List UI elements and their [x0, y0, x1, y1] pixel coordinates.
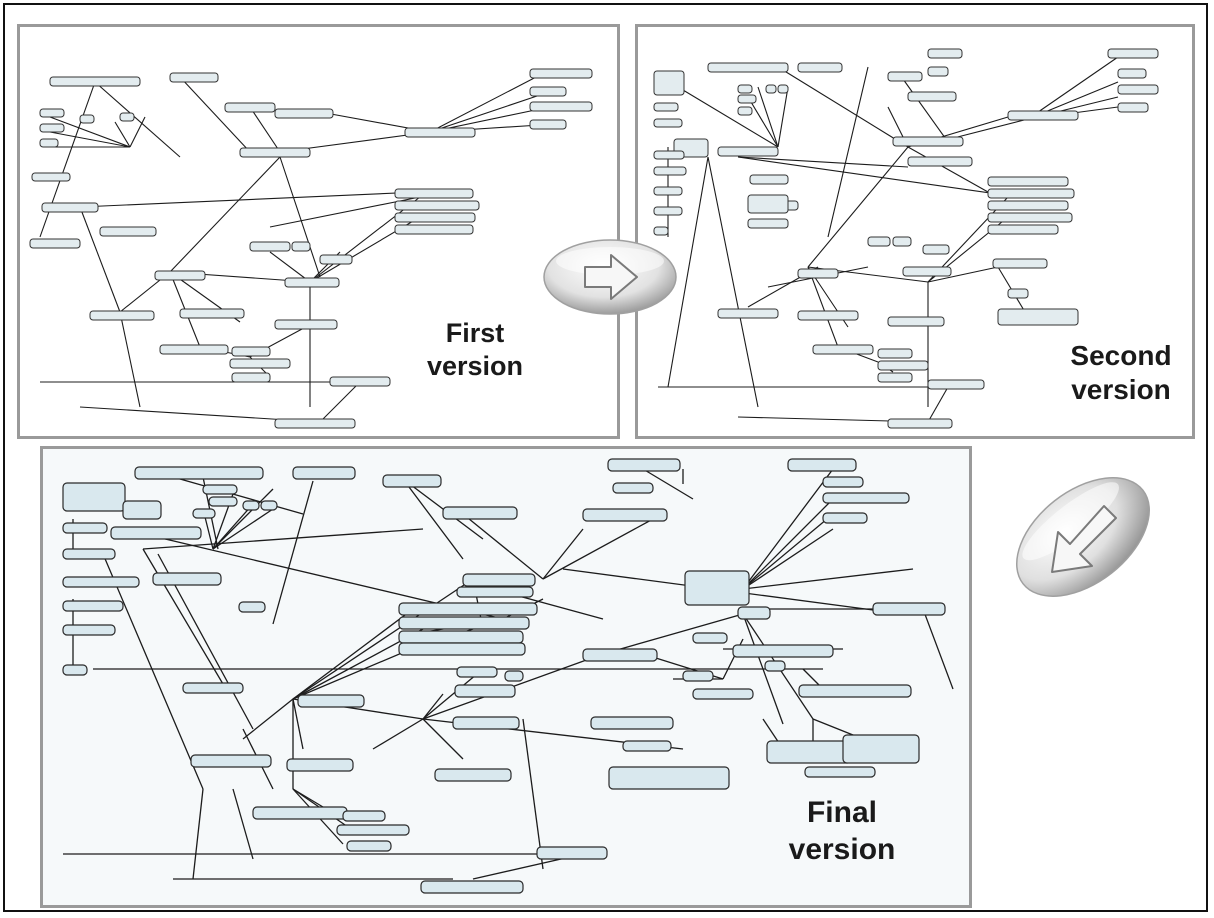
second-version-label: Second version: [1056, 339, 1186, 407]
first-version-label-line1: First: [445, 318, 505, 348]
second-version-label-line2: version: [1071, 374, 1171, 406]
second-version-panel: Second version: [635, 24, 1195, 439]
first-version-panel: First version: [17, 24, 620, 439]
final-version-concept-map: [62, 458, 954, 894]
arrow-down-left-icon: [1016, 477, 1150, 597]
final-version-label: Final version: [767, 795, 917, 868]
arrow-right-icon: [543, 239, 677, 315]
figure-frame: [3, 3, 1208, 912]
second-version-label-line1: Second: [1070, 340, 1172, 371]
first-version-label-line2: version: [426, 350, 524, 381]
second-version-concept-map: [653, 48, 1159, 429]
final-version-label-line2: version: [788, 832, 896, 866]
first-version-concept-map: [29, 68, 593, 429]
final-version-panel: Final version: [40, 446, 972, 908]
first-version-label: First version: [415, 317, 535, 383]
final-version-label-line1: Final: [806, 796, 877, 829]
